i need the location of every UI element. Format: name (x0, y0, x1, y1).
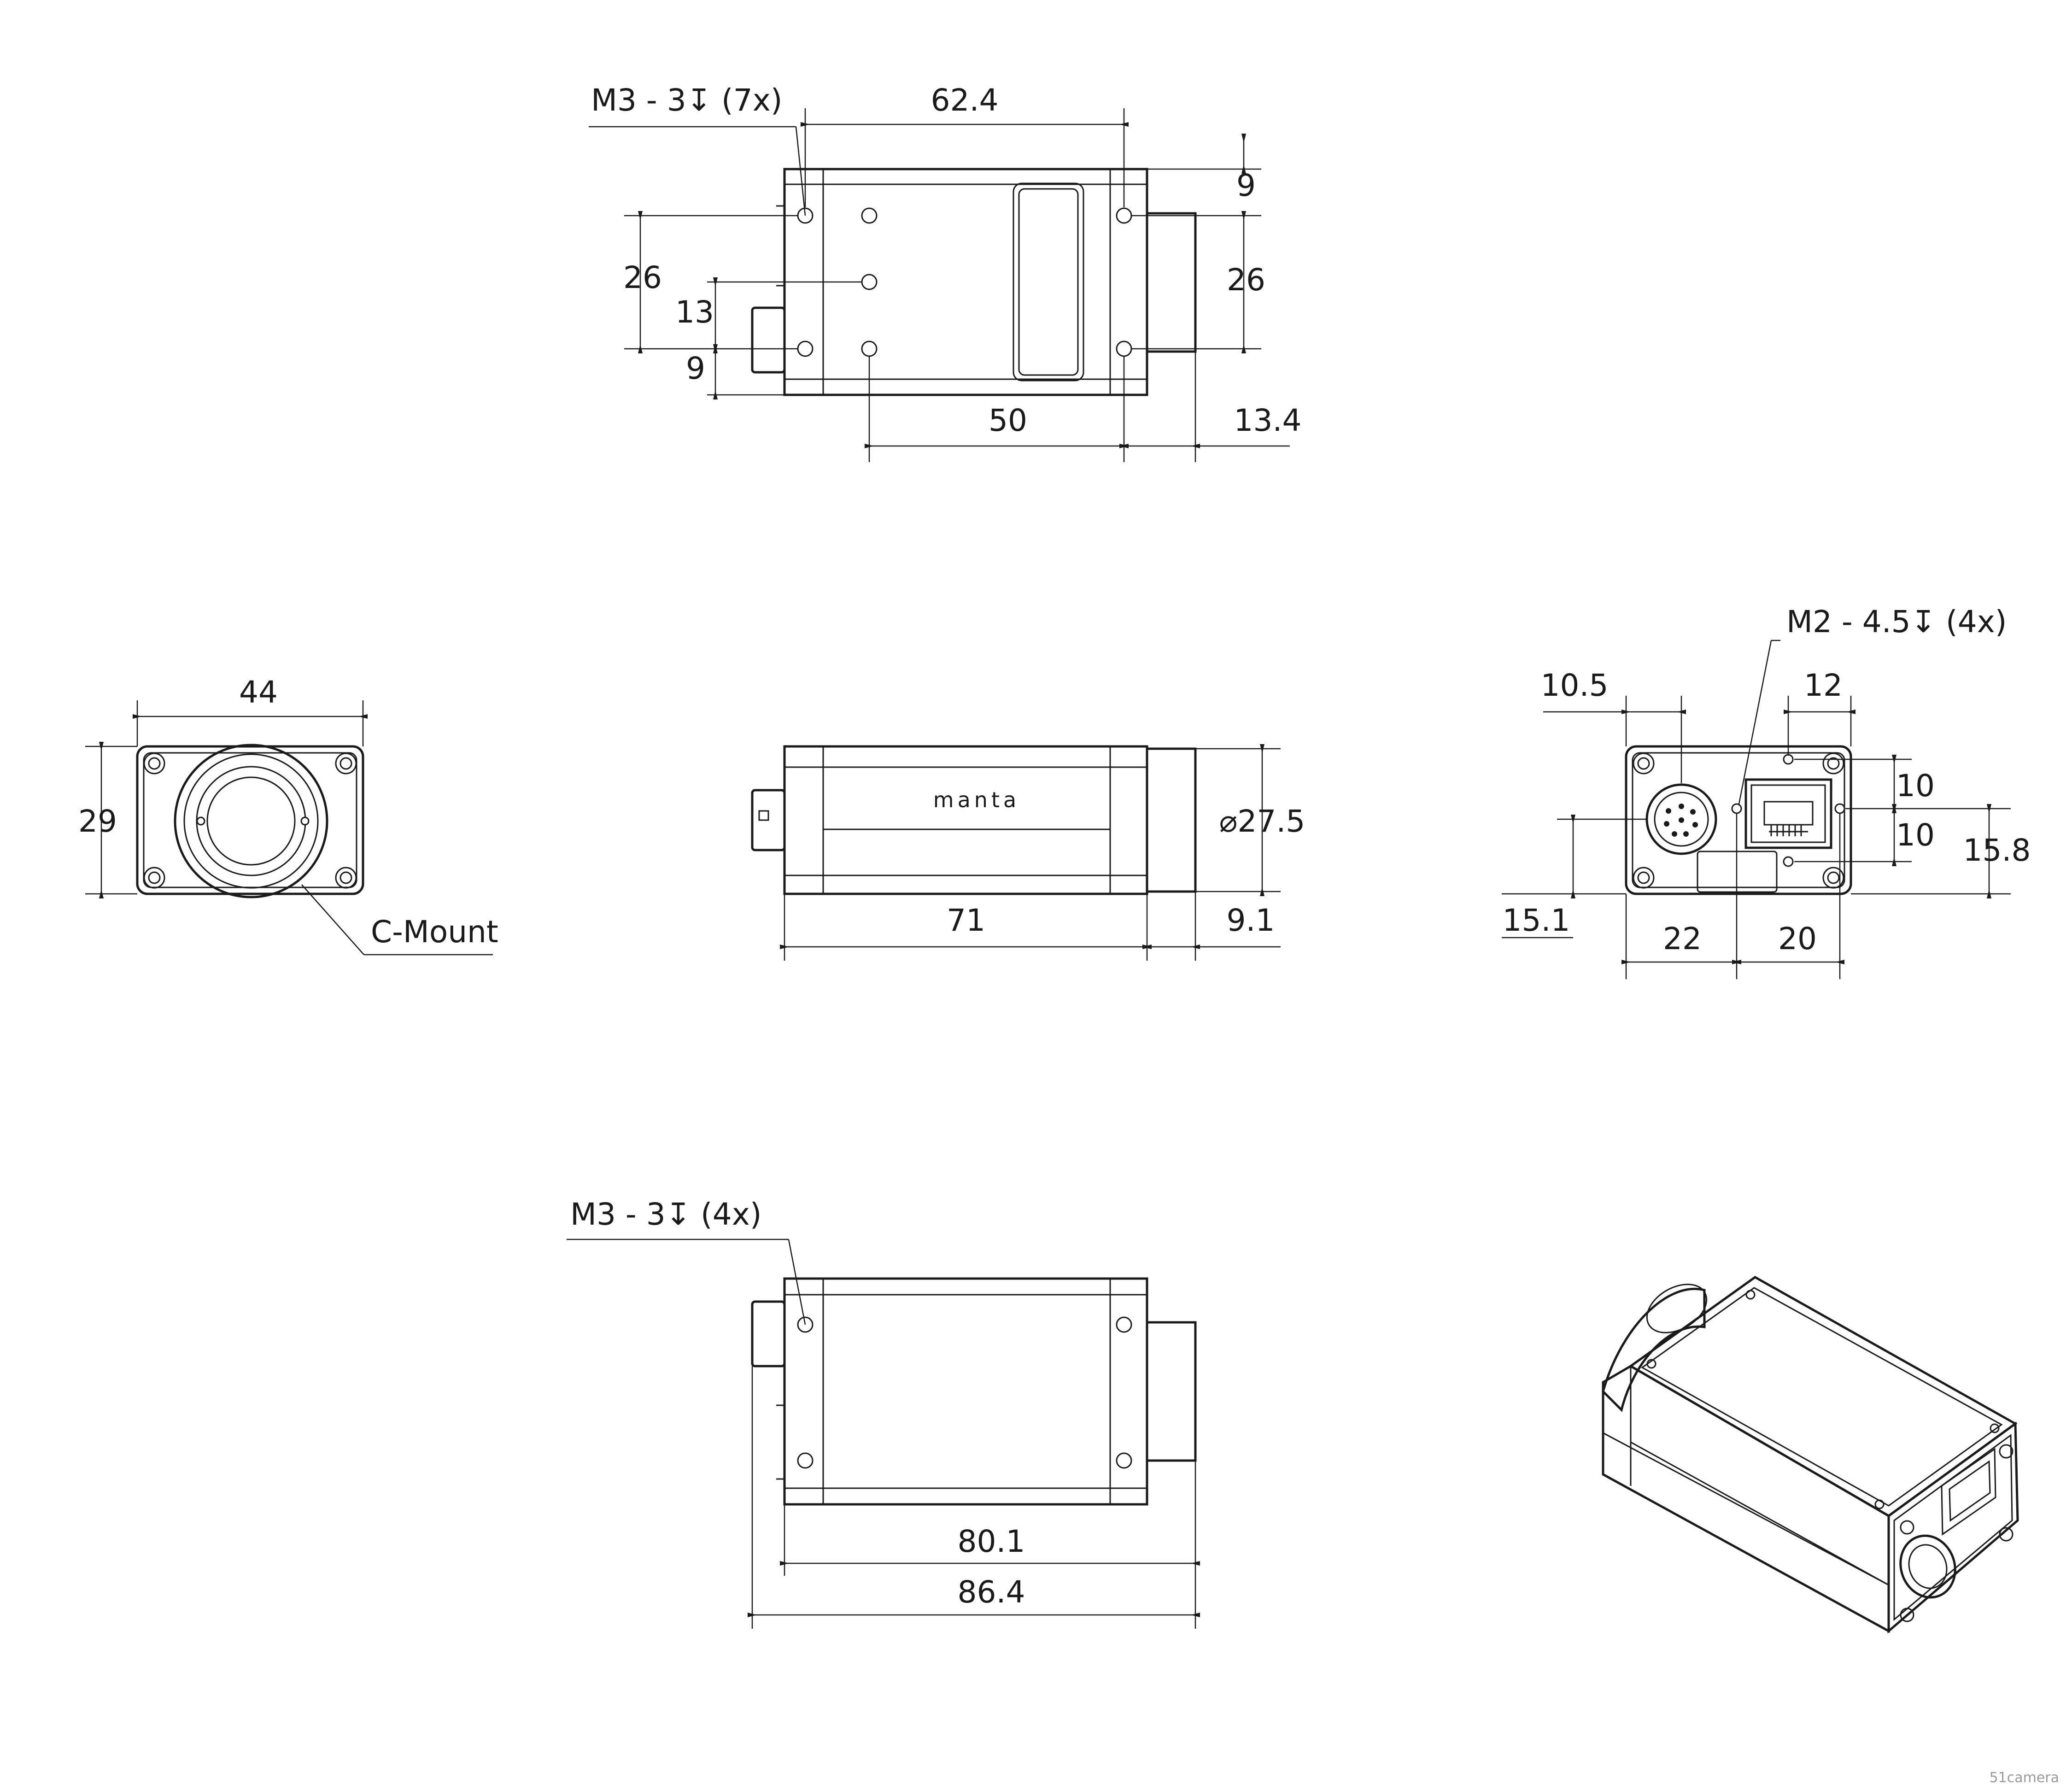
dim-22: 22 (1663, 921, 1702, 957)
side-view: manta ⌀27.5 71 9.1 (751, 744, 1305, 961)
dim-diameter: ⌀27.5 (1219, 804, 1305, 839)
dim-86-4: 86.4 (958, 1574, 1025, 1610)
dim-20: 20 (1778, 921, 1817, 957)
dim-15-8: 15.8 (1963, 833, 2031, 868)
watermark: 51camera (1990, 1770, 2059, 1786)
isometric-view (1602, 1276, 2019, 1634)
callout-top: M3 - 3↧ (7x) (591, 82, 783, 118)
dim-10-a: 10 (1896, 768, 1935, 804)
dim-62-4: 62.4 (931, 82, 999, 118)
dim-9-left: 9 (686, 351, 705, 386)
dim-10-b: 10 (1896, 817, 1935, 853)
dim-9-1: 9.1 (1227, 903, 1275, 938)
dim-15-1: 15.1 (1503, 903, 1570, 938)
rear-view: M2 - 4.5↧ (4x) 10.5 12 10 10 15.8 15.1 (1502, 604, 2031, 979)
dim-13-4: 13.4 (1234, 403, 1302, 438)
dim-9-right: 9 (1236, 168, 1256, 203)
side-view-body (783, 745, 1148, 895)
dim-29: 29 (78, 804, 117, 839)
dim-10-5: 10.5 (1541, 668, 1609, 703)
callout-rear: M2 - 4.5↧ (4x) (1786, 604, 2007, 640)
front-view: 44 29 C-Mount (78, 675, 498, 956)
dim-71: 71 (947, 903, 985, 938)
bottom-view: M3 - 3↧ (4x) 80.1 86.4 (567, 1197, 1200, 1629)
dim-26-right: 26 (1227, 262, 1265, 298)
c-mount-label: C-Mount (371, 914, 498, 950)
dim-13-left: 13 (675, 294, 714, 330)
dim-80-1: 80.1 (958, 1524, 1025, 1559)
rear-view-body (1625, 745, 1852, 895)
top-view: 62.4 M3 - 3↧ (7x) 9 26 26 13 9 50 13.4 (589, 82, 1301, 462)
dim-12: 12 (1804, 668, 1843, 703)
callout-bottom: M3 - 3↧ (4x) (570, 1197, 762, 1232)
bottom-view-body (783, 1277, 1148, 1506)
dim-26-left: 26 (623, 260, 662, 295)
dim-44: 44 (239, 675, 278, 710)
dim-50: 50 (989, 403, 1027, 438)
brand-logo: manta (933, 787, 1020, 812)
front-view-body (136, 745, 364, 895)
